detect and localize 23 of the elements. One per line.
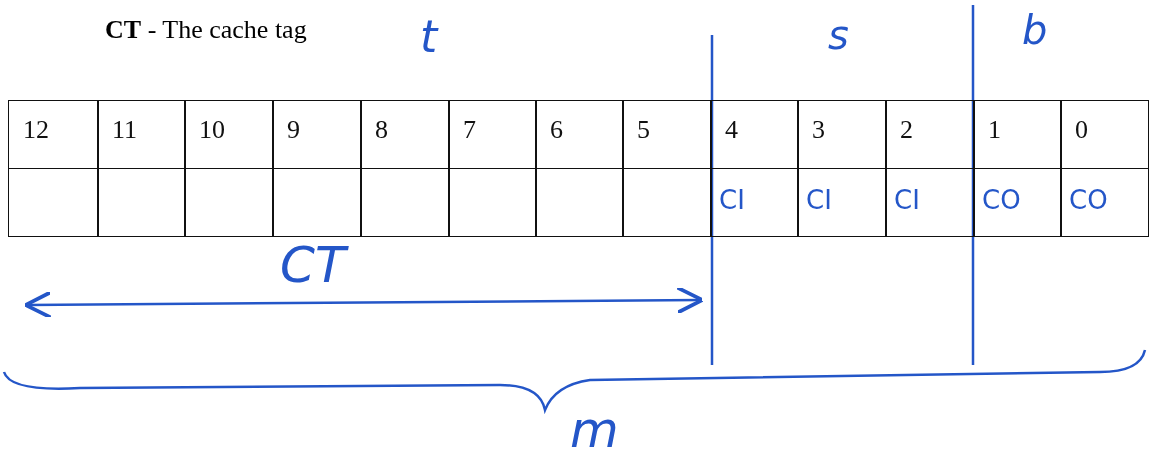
handwritten-label: b [1022, 10, 1048, 50]
table-cell: CO [973, 168, 1062, 237]
table-cell: CI [797, 168, 887, 237]
table-cell: 5 [622, 100, 712, 169]
table-cell: 1 [973, 100, 1062, 169]
table-cell: 9 [272, 100, 362, 169]
handwritten-label: t [420, 15, 438, 59]
table-cell: 2 [885, 100, 975, 169]
table-cell: 11 [97, 100, 186, 169]
table-cell: 8 [360, 100, 450, 169]
handwritten-label: m [570, 405, 619, 455]
table-cell: 7 [448, 100, 537, 169]
table-cell: 0 [1060, 100, 1149, 169]
table-cell: 3 [797, 100, 887, 169]
table-cell: 10 [184, 100, 274, 169]
table-cell: CO [1060, 168, 1149, 237]
table-cell: CI [710, 168, 799, 237]
heading: CT - The cache tag [105, 15, 307, 45]
handwritten-label: s [828, 15, 849, 55]
table-cell: 6 [535, 100, 624, 169]
table-cell: 12 [8, 100, 99, 169]
table-cell: CI [885, 168, 975, 237]
table-cell: 4 [710, 100, 799, 169]
